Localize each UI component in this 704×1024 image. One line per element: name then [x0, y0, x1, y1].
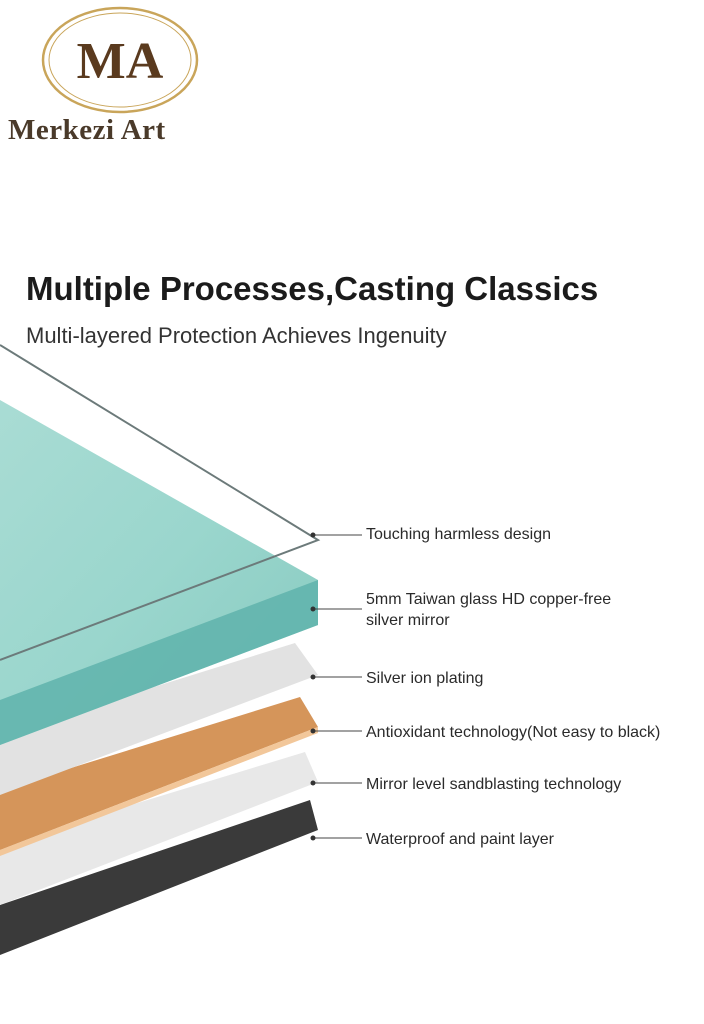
sandblast-layer	[0, 752, 318, 905]
label-touching-harmless: Touching harmless design	[366, 526, 551, 543]
edge-outline	[0, 344, 321, 661]
label-waterproof: Waterproof and paint layer	[366, 831, 554, 848]
brand-name: Merkezi Art	[8, 114, 166, 146]
label-glass-line1: 5mm Taiwan glass HD copper-free	[366, 591, 612, 608]
page-title: Multiple Processes,Casting Classics	[26, 270, 599, 307]
logo-emblem: MA	[41, 6, 199, 114]
copper-layer	[0, 697, 318, 850]
leader-lines	[313, 534, 362, 839]
label-silver-ion: Silver ion plating	[366, 670, 484, 687]
glass-layer	[0, 400, 318, 745]
copper-layer-edge	[0, 727, 318, 856]
label-glass-line2: silver mirror	[366, 612, 450, 629]
page-subtitle: Multi-layered Protection Achieves Ingenu…	[26, 323, 447, 348]
paint-layer	[0, 800, 318, 955]
brand-logo: MA Merkezi Art	[0, 0, 260, 160]
label-antioxidant: Antioxidant technology(Not easy to black…	[366, 724, 661, 741]
logo-monogram: MA	[77, 33, 164, 90]
glass-edge	[0, 580, 318, 745]
silver-layer	[0, 643, 318, 795]
leader-dots	[310, 532, 316, 841]
label-sandblasting: Mirror level sandblasting technology	[366, 776, 622, 793]
